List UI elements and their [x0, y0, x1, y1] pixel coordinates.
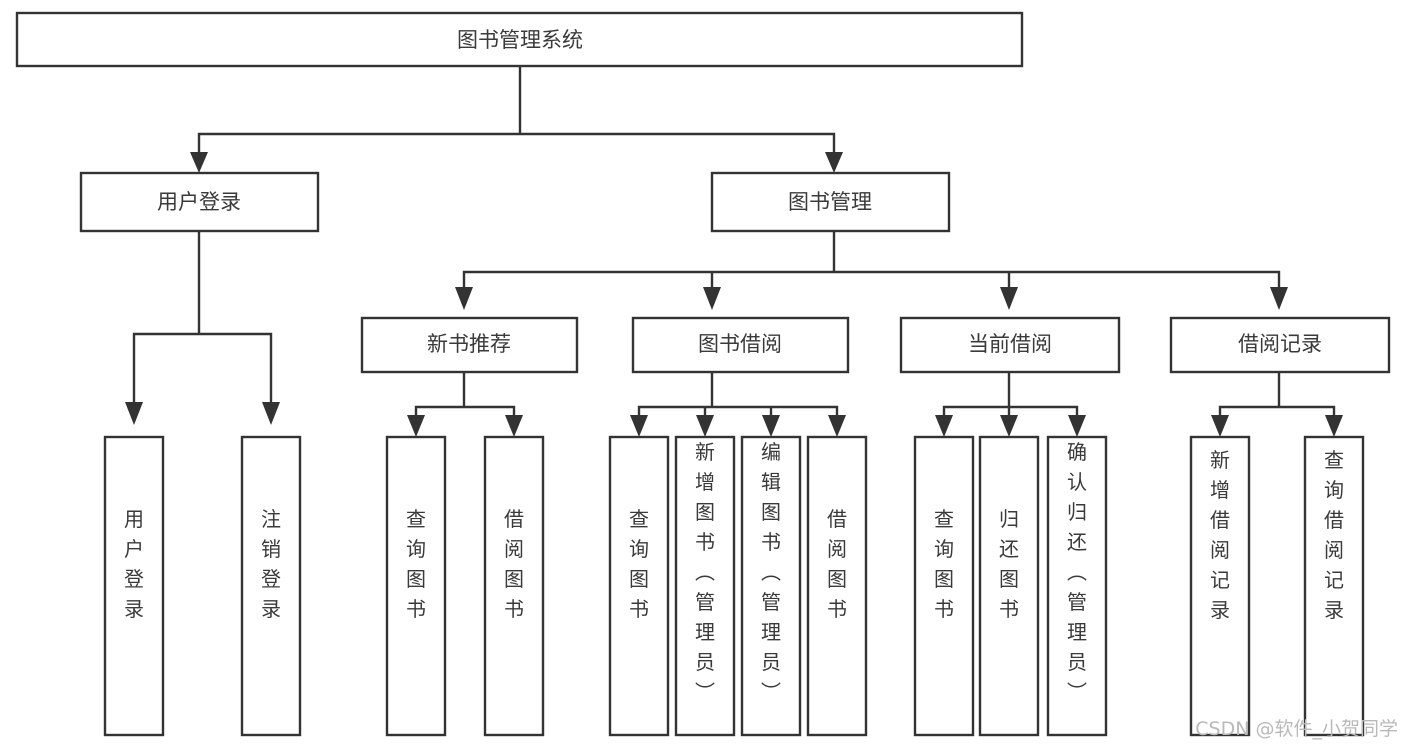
arrow-head-leaf-book-borrow-1: [696, 415, 714, 437]
arrow-head-leaf-borrow-record-1: [1325, 415, 1343, 437]
leaf-new-book-rec-0-label: 查询图书: [406, 507, 426, 621]
arrow-head-leaf-current-borrow-0: [935, 415, 953, 437]
node-book-borrow-label: 图书借阅: [698, 332, 782, 356]
leaf-borrow-record-1-label: 查询借阅记录: [1324, 448, 1344, 622]
leaf-user-login-0-box[interactable]: [103, 435, 165, 737]
arrow-head-leaf-book-borrow-3: [828, 415, 846, 437]
leaf-book-borrow-3-box[interactable]: [806, 435, 868, 737]
leaf-borrow-record-1-box[interactable]: [1303, 435, 1365, 737]
leaf-current-borrow-1-box[interactable]: [978, 435, 1040, 737]
node-current-borrow[interactable]: 当前借阅: [899, 316, 1121, 374]
connector-book-borrow-branch: [637, 370, 839, 420]
leaf-new-book-rec-0[interactable]: 查询图书: [385, 435, 447, 737]
node-book-manage-box[interactable]: [710, 171, 951, 233]
connector-borrow-record-branch: [1218, 370, 1336, 420]
leaf-user-login-0-label: 用户登录: [124, 507, 144, 621]
leaf-book-borrow-0[interactable]: 查询图书: [608, 435, 670, 737]
leaf-new-book-rec-0-box[interactable]: [385, 435, 447, 737]
node-user-login[interactable]: 用户登录: [79, 171, 320, 233]
node-book-manage[interactable]: 图书管理: [710, 171, 951, 233]
leaf-current-borrow-0-label: 查询图书: [934, 507, 954, 621]
csdn-watermark: CSDN @软件_小贺同学: [1195, 718, 1398, 740]
arrow-head-borrow-record: [1270, 287, 1288, 310]
connector-root-trunk: [197, 64, 836, 157]
node-new-book-rec[interactable]: 新书推荐: [360, 316, 579, 374]
node-book-borrow-box[interactable]: [631, 316, 850, 374]
arrow-head-book-manage: [825, 152, 843, 173]
node-borrow-record-label: 借阅记录: [1238, 332, 1322, 356]
connector-user-login-branch: [132, 229, 273, 407]
connector-layer: [125, 64, 1343, 437]
leaf-book-borrow-1-label: 新增图书︵管理员︶: [695, 440, 715, 704]
arrow-head-book-borrow: [703, 287, 721, 310]
arrow-head-leaf-user-login-0: [125, 402, 143, 425]
leaf-user-login-1[interactable]: 注销登录: [240, 435, 302, 737]
node-book-borrow[interactable]: 图书借阅: [631, 316, 850, 374]
arrow-head-current-borrow: [1000, 287, 1018, 310]
arrow-head-leaf-new-book-rec-0: [407, 415, 425, 437]
leaf-user-login-0[interactable]: 用户登录: [103, 435, 165, 737]
leaf-book-borrow-3-label: 借阅图书: [827, 507, 847, 621]
node-new-book-rec-box[interactable]: [360, 316, 579, 374]
leaf-book-borrow-0-box[interactable]: [608, 435, 670, 737]
leaf-book-borrow-0-label: 查询图书: [629, 507, 649, 621]
node-current-borrow-box[interactable]: [899, 316, 1121, 374]
node-user-login-box[interactable]: [79, 171, 320, 233]
leaf-new-book-rec-1-label: 借阅图书: [504, 507, 524, 621]
leaf-book-borrow-1-box[interactable]: [674, 435, 736, 737]
leaf-current-borrow-2-label: 确认归还︵管理员︶: [1067, 440, 1087, 704]
leaf-current-borrow-2[interactable]: 确认归还︵管理员︶: [1046, 435, 1108, 737]
leaf-current-borrow-0-box[interactable]: [913, 435, 975, 737]
leaf-user-login-1-box[interactable]: [240, 435, 302, 737]
arrow-head-user-login: [190, 152, 208, 173]
node-new-book-rec-label: 新书推荐: [427, 332, 511, 356]
connector-current-borrow-branch: [942, 370, 1079, 420]
arrow-head-leaf-borrow-record-0: [1211, 415, 1229, 437]
connector-book-manage-branch: [462, 229, 1281, 292]
leaf-book-borrow-2-box[interactable]: [740, 435, 802, 737]
leaf-current-borrow-2-box[interactable]: [1046, 435, 1108, 737]
leaf-current-borrow-0[interactable]: 查询图书: [913, 435, 975, 737]
node-borrow-record-box[interactable]: [1169, 316, 1391, 374]
leaf-book-borrow-2[interactable]: 编辑图书︵管理员︶: [740, 435, 802, 737]
leaf-new-book-rec-1-box[interactable]: [483, 435, 545, 737]
arrow-head-leaf-book-borrow-0: [630, 415, 648, 437]
arrow-head-leaf-current-borrow-2: [1068, 415, 1086, 437]
leaf-borrow-record-0[interactable]: 新增借阅记录: [1189, 435, 1251, 737]
leaf-current-borrow-1[interactable]: 归还图书: [978, 435, 1040, 737]
node-root[interactable]: 图书管理系统: [15, 11, 1024, 68]
node-root-box[interactable]: [15, 11, 1024, 68]
leaf-borrow-record-0-label: 新增借阅记录: [1210, 448, 1230, 622]
arrow-head-leaf-book-borrow-2: [762, 415, 780, 437]
node-book-manage-label: 图书管理: [788, 190, 872, 214]
leaf-borrow-record-1[interactable]: 查询借阅记录: [1303, 435, 1365, 737]
leaf-borrow-record-0-box[interactable]: [1189, 435, 1251, 737]
arrow-head-leaf-new-book-rec-1: [505, 415, 523, 437]
node-borrow-record[interactable]: 借阅记录: [1169, 316, 1391, 374]
arrow-head-leaf-user-login-1: [262, 402, 280, 425]
node-user-login-label: 用户登录: [157, 190, 241, 214]
leaf-user-login-1-label: 注销登录: [261, 507, 281, 621]
arrow-head-leaf-current-borrow-1: [1000, 415, 1018, 437]
leaf-book-borrow-1[interactable]: 新增图书︵管理员︶: [674, 435, 736, 737]
leaf-book-borrow-3[interactable]: 借阅图书: [806, 435, 868, 737]
leaf-book-borrow-2-label: 编辑图书︵管理员︶: [761, 440, 781, 704]
leaf-new-book-rec-1[interactable]: 借阅图书: [483, 435, 545, 737]
node-root-label: 图书管理系统: [457, 28, 583, 52]
connector-new-book-rec-branch: [414, 370, 516, 420]
node-current-borrow-label: 当前借阅: [968, 332, 1052, 356]
arrow-head-new-book-rec: [455, 287, 473, 310]
leaf-current-borrow-1-label: 归还图书: [999, 507, 1019, 621]
